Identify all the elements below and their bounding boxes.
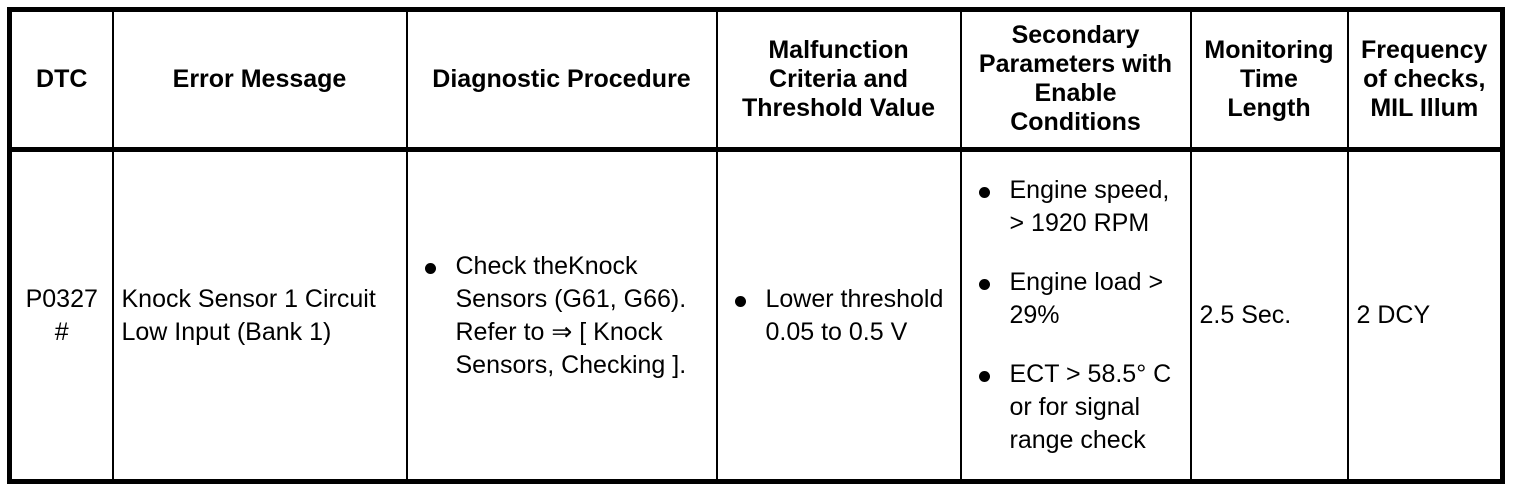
cell-frequency-of-checks: 2 DCY	[1346, 149, 1505, 484]
column-header-monitoring-time-length: Monitoring Time Length	[1189, 7, 1349, 152]
malfunction-criteria-list: Lower threshold 0.05 to 0.5 V	[726, 283, 952, 349]
column-header-error-message-label: Error Message	[172, 64, 347, 93]
monitoring-time-length-value: 2.5 Sec.	[1199, 301, 1292, 329]
column-header-monitoring-time-length-label: Monitoring Time Length	[1204, 35, 1334, 122]
table-row: P0327 # Knock Sensor 1 Circuit Low Input…	[7, 149, 1505, 484]
cell-error-message: Knock Sensor 1 Circuit Low Input (Bank 1…	[111, 149, 408, 484]
diagnostic-procedure-item-0: Check theKnock Sensors (G61, G66). Refer…	[455, 251, 687, 379]
column-header-dtc: DTC	[7, 7, 114, 152]
table-body: P0327 # Knock Sensor 1 Circuit Low Input…	[7, 149, 1505, 484]
list-item: Check theKnock Sensors (G61, G66). Refer…	[416, 250, 708, 382]
column-header-error-message: Error Message	[111, 7, 408, 152]
cell-diagnostic-procedure: Check theKnock Sensors (G61, G66). Refer…	[405, 149, 718, 484]
column-header-secondary-parameters: Secondary Parameters with Enable Conditi…	[959, 7, 1192, 152]
table-header-row: DTC Error Message Diagnostic Procedure M…	[7, 7, 1505, 152]
column-header-malfunction-criteria: Malfunction Criteria and Threshold Value	[715, 7, 962, 152]
list-item: Engine speed, > 1920 RPM	[970, 174, 1182, 240]
list-item: Lower threshold 0.05 to 0.5 V	[726, 283, 952, 349]
cell-dtc: P0327 #	[7, 149, 114, 484]
column-header-malfunction-criteria-label: Malfunction Criteria and Threshold Value	[741, 35, 936, 122]
malfunction-criteria-item-0: Lower threshold 0.05 to 0.5 V	[765, 284, 944, 346]
secondary-parameters-list: Engine speed, > 1920 RPM Engine load > 2…	[970, 174, 1182, 457]
list-item: ECT > 58.5° C or for signal range check	[970, 358, 1182, 457]
cell-secondary-parameters: Engine speed, > 1920 RPM Engine load > 2…	[959, 149, 1192, 484]
secondary-parameter-item-2: ECT > 58.5° C or for signal range check	[1009, 360, 1172, 454]
cell-malfunction-criteria: Lower threshold 0.05 to 0.5 V	[715, 149, 962, 484]
frequency-of-checks-value: 2 DCY	[1356, 301, 1431, 329]
dtc-code: P0327 #	[25, 284, 98, 346]
diagnostic-procedure-list: Check theKnock Sensors (G61, G66). Refer…	[416, 250, 708, 382]
column-header-dtc-label: DTC	[36, 64, 88, 93]
column-header-secondary-parameters-label: Secondary Parameters with Enable Conditi…	[978, 21, 1173, 136]
dtc-diagnostics-table: DTC Error Message Diagnostic Procedure M…	[7, 7, 1505, 484]
column-header-diagnostic-procedure: Diagnostic Procedure	[405, 7, 718, 152]
column-header-frequency-of-checks: Frequency of checks, MIL Illum	[1346, 7, 1505, 152]
column-header-diagnostic-procedure-label: Diagnostic Procedure	[432, 64, 691, 93]
cell-monitoring-time-length: 2.5 Sec.	[1189, 149, 1349, 484]
secondary-parameter-item-1: Engine load > 29%	[1009, 268, 1164, 329]
column-header-frequency-of-checks-label: Frequency of checks, MIL Illum	[1361, 35, 1488, 122]
error-message-text: Knock Sensor 1 Circuit Low Input (Bank 1…	[121, 284, 376, 346]
table-header: DTC Error Message Diagnostic Procedure M…	[7, 7, 1505, 152]
list-item: Engine load > 29%	[970, 266, 1182, 332]
secondary-parameter-item-0: Engine speed, > 1920 RPM	[1009, 176, 1170, 237]
